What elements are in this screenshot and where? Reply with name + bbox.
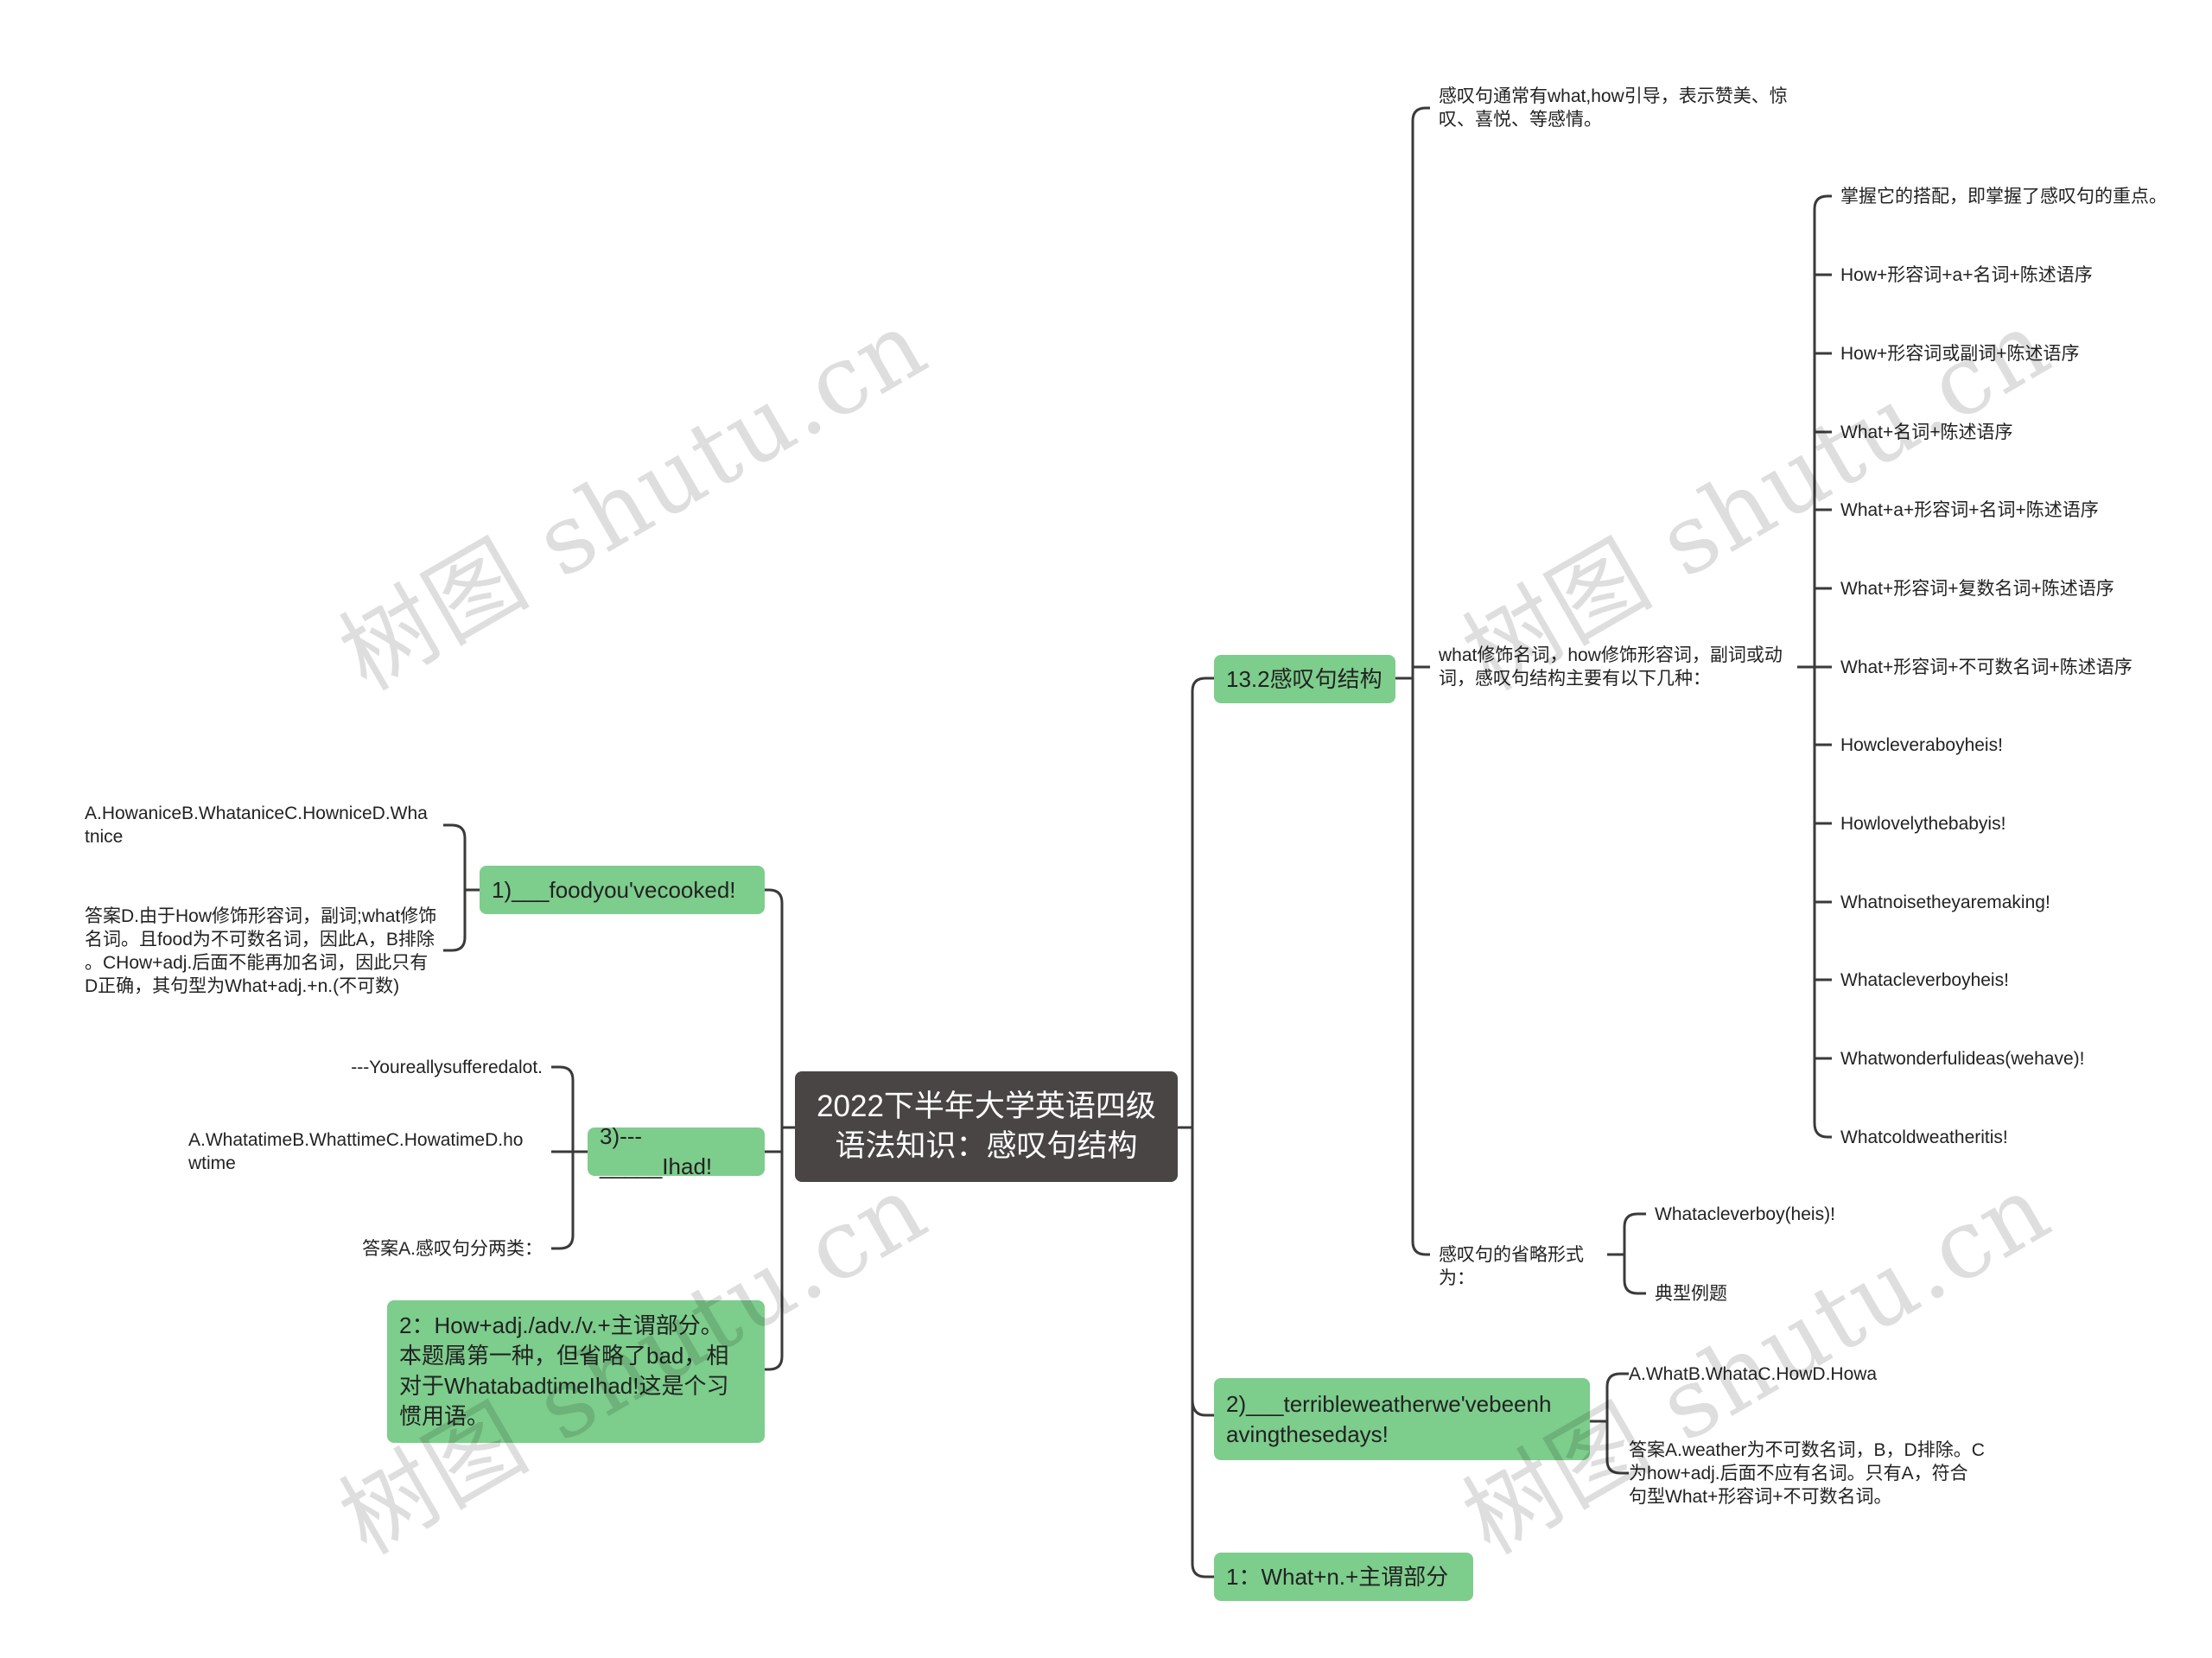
branch-question-2[interactable]: 2)___terribleweatherwe'vebeenh avingthes… xyxy=(1214,1378,1590,1460)
branch-how-pattern[interactable]: 2：How+adj./adv./v.+主谓部分。 本题属第一种，但省略了bad，… xyxy=(387,1300,765,1443)
pattern-item[interactable]: 掌握它的搭配，即掌握了感叹句的重点。 xyxy=(1840,187,2167,206)
leaf-q3-options[interactable]: A.WhatatimeB.WhattimeC.HowatimeD.ho wtim… xyxy=(188,1130,524,1173)
leaf-q1-options[interactable]: A.HowaniceB.WhataniceC.HowniceD.Wha tnic… xyxy=(85,804,428,847)
pattern-item[interactable]: What+形容词+不可数名词+陈述语序 xyxy=(1840,657,2133,677)
leaf-q3-answer[interactable]: 答案A.感叹句分两类： xyxy=(362,1239,543,1259)
branch-exclamation-structure[interactable]: 13.2感叹句结构 xyxy=(1214,655,1395,703)
pattern-item[interactable]: How+形容词或副词+陈述语序 xyxy=(1840,344,2080,364)
pattern-item[interactable]: What+a+形容词+名词+陈述语序 xyxy=(1840,500,2099,520)
pattern-item[interactable]: How+形容词+a+名词+陈述语序 xyxy=(1840,265,2093,285)
root-topic[interactable]: 2022下半年大学英语四级 语法知识：感叹句结构 xyxy=(795,1071,1178,1182)
leaf-q2-options[interactable]: A.WhatB.WhataC.HowD.Howa xyxy=(1629,1364,1878,1384)
leaf-exclamation-types[interactable]: what修饰名词，how修饰形容词，副词或动 词，感叹句结构主要有以下几种： xyxy=(1439,645,1783,689)
example-item[interactable]: Whatcoldweatheritis! xyxy=(1840,1128,2008,1147)
example-item[interactable]: Howcleveraboyheis! xyxy=(1840,735,2003,755)
branch-question-1[interactable]: 1)___foodyou'vecooked! xyxy=(480,866,765,914)
example-item[interactable]: Whatwonderfulideas(wehave)! xyxy=(1840,1049,2085,1069)
example-item[interactable]: Whatacleverboyheis! xyxy=(1840,970,2009,990)
leaf-typical-examples[interactable]: 典型例题 xyxy=(1655,1284,1727,1304)
example-item[interactable]: Whatnoisetheyaremaking! xyxy=(1840,893,2050,912)
leaf-exclamation-intro[interactable]: 感叹句通常有what,how引导，表示赞美、惊 叹、喜悦、等感情。 xyxy=(1439,86,1788,130)
branch-what-pattern[interactable]: 1：What+n.+主谓部分 xyxy=(1214,1553,1473,1601)
example-item[interactable]: Howlovelythebabyis! xyxy=(1840,814,2006,834)
leaf-q1-answer[interactable]: 答案D.由于How修饰形容词，副词;what修饰 名词。且food为不可数名词，… xyxy=(85,906,437,996)
leaf-ellipsis-example[interactable]: Whatacleverboy(heis)! xyxy=(1655,1204,1835,1224)
pattern-item[interactable]: What+名词+陈述语序 xyxy=(1840,422,2013,442)
pattern-item[interactable]: What+形容词+复数名词+陈述语序 xyxy=(1840,579,2114,599)
branch-question-3[interactable]: 3)---_____Ihad! xyxy=(588,1123,765,1179)
leaf-q3-dialogue[interactable]: ---Youreallysufferedalot. xyxy=(351,1058,543,1077)
leaf-ellipsis-form[interactable]: 感叹句的省略形式为： xyxy=(1439,1245,1584,1288)
leaf-q2-answer[interactable]: 答案A.weather为不可数名词，B，D排除。C 为how+adj.后面不应有… xyxy=(1629,1440,1985,1507)
